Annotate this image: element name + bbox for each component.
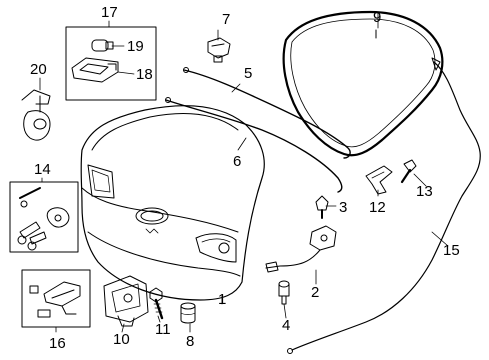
lamp-bulb xyxy=(91,39,114,52)
latch-parts xyxy=(29,281,81,318)
striker-bolt xyxy=(315,195,329,219)
support-rod-lower xyxy=(165,97,343,193)
callout-9: 9 xyxy=(373,9,382,26)
callout-4: 4 xyxy=(282,317,291,334)
callout-18: 18 xyxy=(136,66,153,83)
trunk-latch xyxy=(103,275,149,327)
callout-8: 8 xyxy=(186,333,195,350)
keys xyxy=(17,221,47,251)
callout-10: 10 xyxy=(113,331,130,348)
callout-19: 19 xyxy=(127,38,144,55)
callout-11: 11 xyxy=(155,321,171,338)
rubber-bumper xyxy=(180,302,196,324)
latch-bolt xyxy=(149,287,164,320)
callout-16: 16 xyxy=(49,335,66,352)
rod-clip xyxy=(207,37,231,63)
lamp-housing xyxy=(71,57,119,83)
callout-1: 1 xyxy=(218,291,227,308)
lock-actuator xyxy=(21,89,51,141)
callout-12: 12 xyxy=(369,199,386,216)
callout-3: 3 xyxy=(339,199,348,216)
trunk-lid xyxy=(80,105,265,301)
striker-bracket xyxy=(265,225,337,273)
callout-7: 7 xyxy=(222,11,231,28)
lock-cylinder xyxy=(19,187,70,228)
callout-14: 14 xyxy=(34,161,51,178)
callout-15: 15 xyxy=(443,242,460,259)
callout-6: 6 xyxy=(233,153,242,170)
callout-20: 20 xyxy=(30,61,47,78)
callout-13: 13 xyxy=(416,183,433,200)
trunk-weatherstrip xyxy=(282,10,444,157)
release-cable xyxy=(287,57,481,354)
lid-stopper xyxy=(278,280,290,305)
key-group-box xyxy=(9,181,79,253)
hinge-bracket xyxy=(365,165,393,195)
support-rod-upper xyxy=(183,67,351,159)
bracket-screw xyxy=(400,159,417,184)
callout-17: 17 xyxy=(101,4,118,21)
callout-2: 2 xyxy=(311,284,320,301)
latch-group-box xyxy=(21,269,91,328)
callout-5: 5 xyxy=(244,65,253,82)
leader-lines xyxy=(39,11,449,333)
lamp-group-box xyxy=(65,26,157,101)
